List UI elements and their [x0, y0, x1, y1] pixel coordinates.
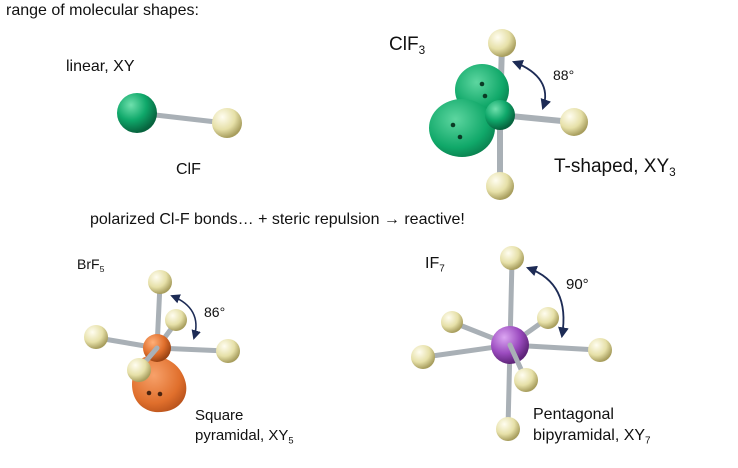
brf5-angle-label: 86° — [204, 304, 226, 320]
clf-molecule — [117, 93, 242, 138]
if7-fluorine-eq-right — [588, 338, 612, 362]
brf5-formula-sub: 5 — [99, 264, 105, 275]
clf3-fluorine-top — [488, 29, 516, 57]
brf5-shape-line2: pyramidal, XY5 — [195, 426, 294, 450]
brf5-fluorine-back — [165, 309, 187, 331]
if7-molecule — [411, 246, 612, 441]
clf3-fluorine-bottom — [486, 172, 514, 200]
if7-fluorine-eq-back-right — [537, 307, 559, 329]
brf5-shape-label: Square pyramidal, XY5 — [195, 406, 294, 450]
if7-shape-line1: Pentagonal — [533, 406, 614, 423]
clf3-lone-pair-dot — [482, 93, 488, 99]
clf3-shape-sub: 3 — [669, 166, 676, 180]
brf5-shape-line1: Square — [195, 407, 244, 424]
if7-fluorine-top — [500, 246, 524, 270]
brf5-shape-line2-main: pyramidal, XY — [195, 427, 289, 444]
if7-fluorine-bottom — [496, 417, 520, 441]
linear-shape-label: linear, XY — [66, 58, 135, 75]
clf3-molecule — [429, 29, 588, 200]
brf5-fluorine-right — [216, 339, 240, 363]
brf5-angle-arrow — [170, 294, 201, 340]
clf3-formula-main: ClF — [389, 34, 419, 55]
if7-shape-line2: bipyramidal, XY7 — [533, 425, 651, 451]
if7-formula-main: IF — [425, 255, 440, 272]
brf5-shape-line2-sub: 5 — [288, 435, 294, 446]
chlorine-atom — [117, 93, 157, 133]
clf3-lone-pair-dot — [450, 122, 456, 128]
if7-formula: IF7 — [425, 255, 445, 274]
if7-angle-arrow — [525, 265, 569, 339]
brf5-lone-pair-dot — [157, 391, 163, 397]
clf3-lone-pair-dot — [457, 134, 463, 140]
clf3-lone-pair-dot — [479, 81, 485, 87]
if7-shape-line2-main: bipyramidal, XY — [533, 427, 646, 444]
fluorine-atom — [212, 108, 242, 138]
brf5-fluorine-left — [84, 325, 108, 349]
if7-shape-label: Pentagonal bipyramidal, XY7 — [533, 404, 651, 451]
if7-fluorine-eq-left — [411, 345, 435, 369]
if7-fluorine-eq-back-left — [441, 311, 463, 333]
brf5-fluorine-top — [148, 270, 172, 294]
intro-text: range of molecular shapes: — [6, 2, 199, 19]
brf5-formula-main: BrF — [77, 256, 100, 272]
reactivity-note: polarized Cl-F bonds… + steric repulsion… — [90, 211, 465, 228]
if7-angle-label: 90° — [566, 276, 589, 293]
clf3-chlorine-atom — [485, 100, 515, 130]
brf5-formula: BrF5 — [77, 256, 104, 274]
brf5-lone-pair-dot — [146, 390, 152, 396]
if7-shape-line2-sub: 7 — [645, 435, 651, 447]
clf3-formula-sub: 3 — [418, 44, 426, 58]
clf3-formula: ClF3 — [389, 34, 425, 57]
clf3-shape-label: T-shaped, XY3 — [554, 156, 676, 179]
if7-fluorine-eq-front — [514, 368, 538, 392]
clf3-lone-pair-lobe-lower — [429, 99, 495, 157]
clf-compound-label: ClF — [176, 161, 201, 178]
clf3-angle-label: 88° — [553, 67, 575, 83]
clf3-fluorine-right — [560, 108, 588, 136]
clf3-angle-arrow — [511, 60, 551, 111]
brf5-fluorine-front — [127, 358, 151, 382]
if7-formula-sub: 7 — [439, 263, 445, 275]
clf3-shape-main: T-shaped, XY — [554, 156, 670, 177]
brf5-molecule — [84, 270, 240, 413]
